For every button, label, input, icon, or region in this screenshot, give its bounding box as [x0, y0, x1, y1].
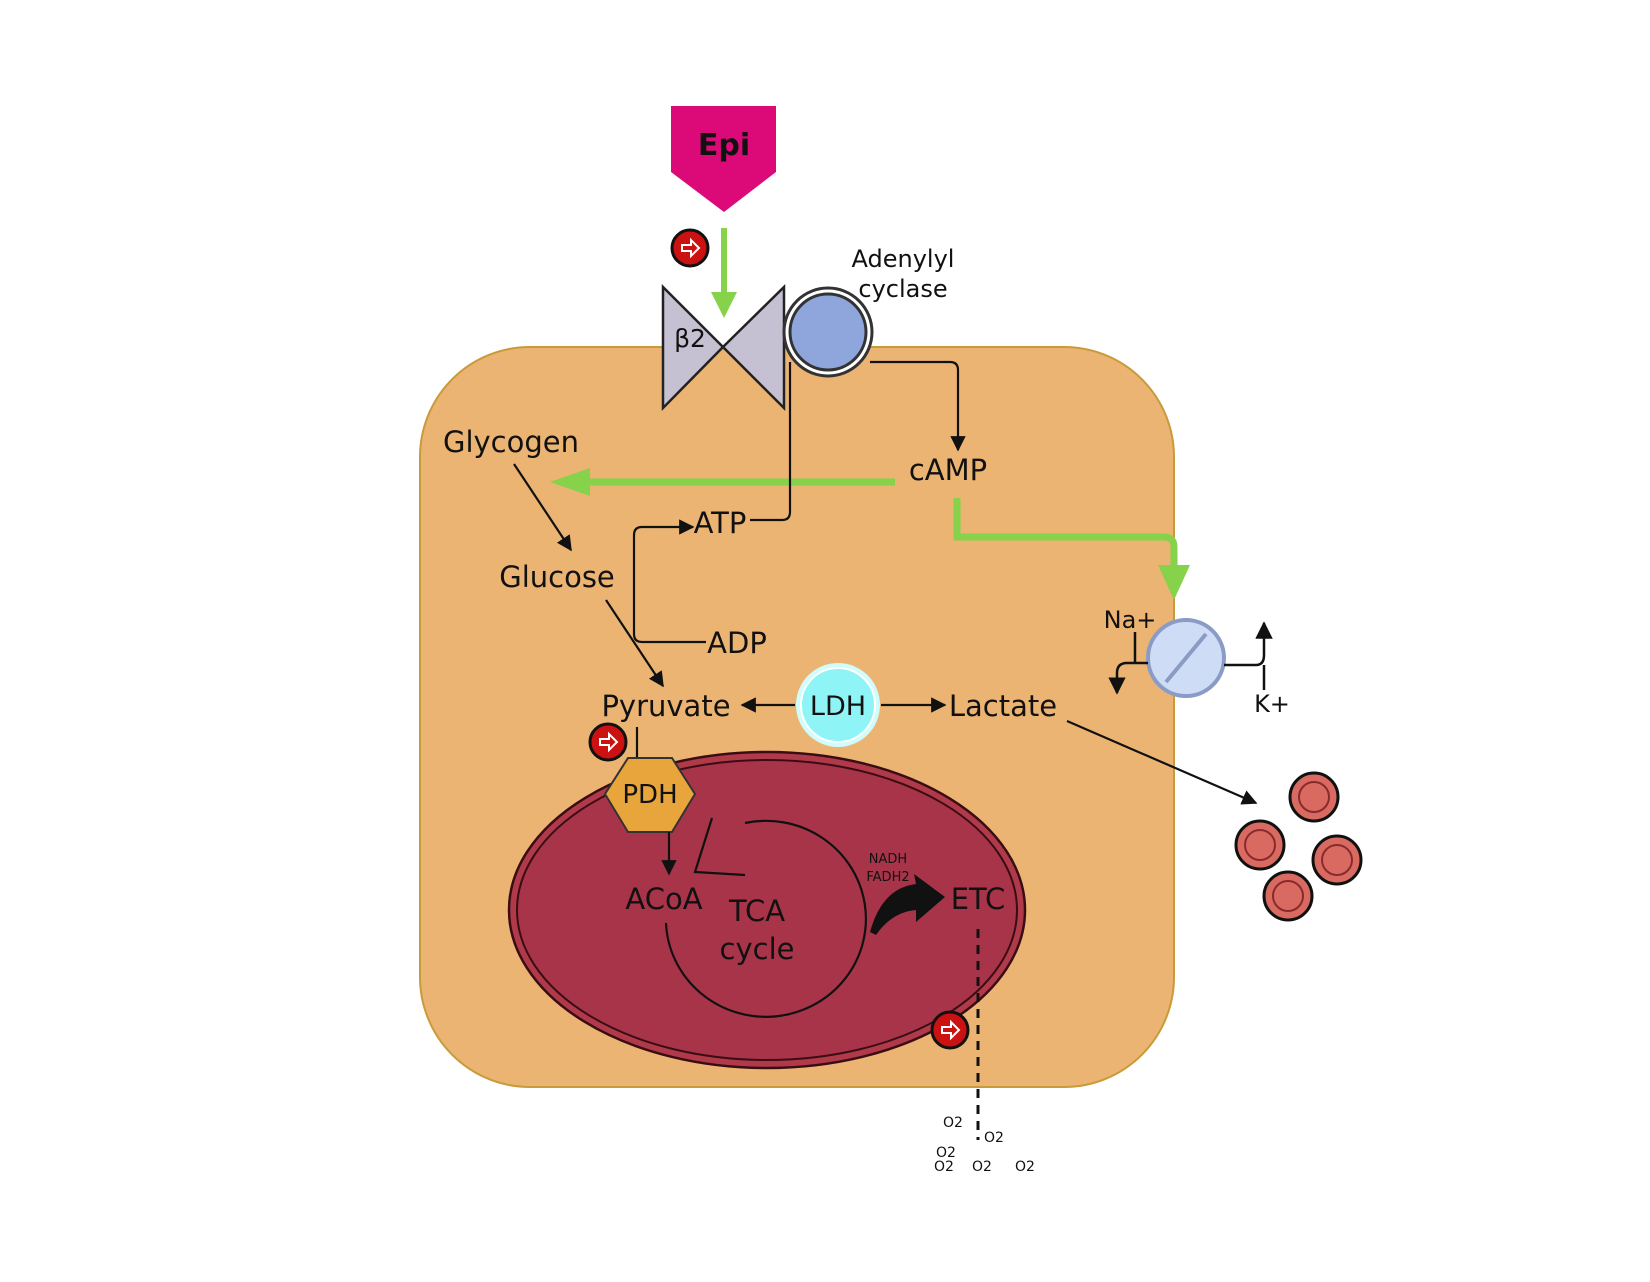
beta2-receptor: β2	[661, 283, 786, 412]
adenylyl-cyclase	[782, 286, 874, 378]
electron-transfer-arrow	[870, 874, 945, 935]
ldh-enzyme: LDH	[796, 663, 880, 747]
o2-label-5: O2	[972, 1159, 992, 1175]
o2-label-2: O2	[984, 1130, 1004, 1146]
ac-to-camp-arrow	[870, 360, 966, 452]
pdh-label: PDH	[622, 780, 677, 810]
o2-label-4: O2	[934, 1159, 954, 1175]
tca-label-2: cycle	[720, 932, 795, 966]
adp-label: ADP	[707, 626, 767, 660]
adp-to-atp-arrow	[632, 519, 706, 644]
glucose-to-pyruvate-arrow	[605, 599, 664, 688]
right-arrow-icon	[588, 722, 628, 762]
epi-signal: Epi	[671, 106, 776, 212]
epi-label: Epi	[698, 128, 750, 163]
na-label: Na+	[1104, 606, 1157, 634]
acoa-label: ACoA	[625, 882, 702, 916]
right-arrow-icon	[930, 1010, 970, 1050]
tca-label-1: TCA	[728, 894, 785, 928]
o2-label-1: O2	[943, 1115, 963, 1131]
beta2-label: β2	[674, 324, 706, 353]
k-label: K+	[1254, 690, 1290, 718]
camp-to-glycogen-arrow	[550, 468, 895, 496]
camp-label: cAMP	[909, 453, 987, 487]
adenylyl-label-1: Adenylyl	[852, 245, 955, 273]
o2-label-3: O2	[936, 1145, 956, 1161]
camp-to-pump-arrow	[953, 498, 1190, 600]
nadh-label: NADH	[869, 852, 907, 867]
glucose-label: Glucose	[499, 560, 615, 594]
ldh-label: LDH	[810, 691, 866, 722]
na-k-pump	[1146, 618, 1226, 698]
red-blood-cells	[1234, 771, 1363, 922]
na-efflux-arrow	[1108, 661, 1148, 695]
adenylyl-label-2: cyclase	[858, 275, 947, 303]
epi-to-receptor-arrow	[711, 228, 737, 318]
k-influx-arrow	[1224, 621, 1273, 667]
lactate-to-rbc-arrow	[1066, 719, 1258, 805]
pdh-enzyme: PDH	[603, 757, 697, 833]
etc-label: ETC	[951, 882, 1006, 916]
pyruvate-label: Pyruvate	[601, 689, 730, 723]
glycogen-label: Glycogen	[443, 425, 579, 459]
atp-to-ac-line	[750, 362, 792, 522]
lactate-label: Lactate	[949, 689, 1057, 723]
tca-cycle-ring	[664, 817, 867, 1018]
glycogen-to-glucose-arrow	[513, 463, 572, 552]
fadh2-label: FADH2	[866, 870, 909, 885]
right-arrow-icon	[670, 228, 710, 268]
atp-label: ATP	[694, 506, 747, 540]
o2-label-6: O2	[1015, 1159, 1035, 1175]
